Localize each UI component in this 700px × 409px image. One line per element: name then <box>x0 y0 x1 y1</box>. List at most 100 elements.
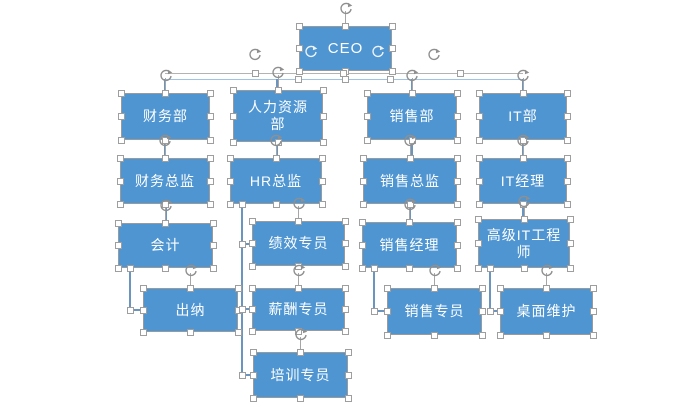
selection-handle[interactable] <box>341 75 349 83</box>
selection-handle[interactable] <box>206 200 214 208</box>
connector-line[interactable] <box>373 268 375 311</box>
connector-line[interactable] <box>241 204 243 375</box>
selection-handle[interactable] <box>563 136 571 144</box>
selection-handle[interactable] <box>248 240 256 247</box>
selection-handle[interactable] <box>162 89 169 97</box>
selection-handle[interactable] <box>248 217 256 225</box>
selection-handle[interactable] <box>474 240 482 247</box>
selection-handle[interactable] <box>206 177 214 185</box>
selection-handle[interactable] <box>116 200 124 208</box>
selection-handle[interactable] <box>139 328 147 336</box>
connector-line[interactable] <box>374 310 387 312</box>
selection-handle[interactable] <box>478 308 486 315</box>
selection-handle[interactable] <box>566 215 574 223</box>
connector-line[interactable] <box>489 268 491 311</box>
org-node-hr-dept[interactable]: 人力资源部 <box>233 90 323 142</box>
selection-handle[interactable] <box>342 22 349 30</box>
selection-handle[interactable] <box>249 394 257 402</box>
rotate-handle-icon[interactable] <box>405 69 419 83</box>
rotate-handle-icon[interactable] <box>292 197 306 211</box>
selection-handle[interactable] <box>139 284 147 292</box>
selection-handle[interactable] <box>341 327 349 335</box>
selection-handle[interactable] <box>226 154 234 162</box>
selection-handle[interactable] <box>229 86 237 94</box>
selection-handle[interactable] <box>406 200 414 208</box>
org-node-finance-dept[interactable]: 财务部 <box>121 93 210 140</box>
rotate-handle-icon[interactable] <box>427 48 441 62</box>
selection-handle[interactable] <box>358 264 366 272</box>
rotate-handle-icon[interactable] <box>516 134 530 148</box>
rotate-handle-icon[interactable] <box>248 48 262 62</box>
selection-handle[interactable] <box>344 348 352 356</box>
org-node-senior-it-engineer[interactable]: 高级IT工程师 <box>478 219 570 268</box>
org-node-it-dept[interactable]: IT部 <box>479 93 567 140</box>
selection-handle[interactable] <box>117 113 125 120</box>
selection-handle[interactable] <box>341 240 349 247</box>
selection-handle[interactable] <box>563 200 571 208</box>
rotate-handle-icon[interactable] <box>159 69 173 83</box>
selection-handle[interactable] <box>344 371 352 379</box>
connector-line[interactable] <box>242 374 253 376</box>
selection-handle[interactable] <box>519 136 527 144</box>
selection-handle[interactable] <box>117 89 125 97</box>
selection-handle[interactable] <box>563 89 571 97</box>
selection-handle[interactable] <box>370 307 378 315</box>
selection-handle[interactable] <box>248 306 256 313</box>
selection-handle[interactable] <box>453 113 461 120</box>
selection-handle[interactable] <box>344 394 352 402</box>
connector-line[interactable] <box>242 308 252 310</box>
selection-handle[interactable] <box>363 136 371 144</box>
rotate-handle-icon[interactable] <box>540 264 554 278</box>
selection-handle[interactable] <box>388 45 396 52</box>
selection-handle[interactable] <box>563 113 571 120</box>
org-node-compensation-specialist[interactable]: 薪酬专员 <box>252 288 345 331</box>
selection-handle[interactable] <box>234 328 242 336</box>
selection-handle[interactable] <box>453 241 461 249</box>
selection-handle[interactable] <box>238 305 246 313</box>
selection-handle[interactable] <box>229 138 237 146</box>
selection-handle[interactable] <box>162 219 169 227</box>
selection-handle[interactable] <box>453 218 461 226</box>
selection-handle[interactable] <box>520 215 528 223</box>
selection-handle[interactable] <box>295 284 302 292</box>
selection-handle[interactable] <box>431 331 438 339</box>
selection-handle[interactable] <box>496 284 504 292</box>
org-node-sales-dept[interactable]: 销售部 <box>367 93 457 140</box>
selection-handle[interactable] <box>431 284 438 292</box>
org-node-accountant[interactable]: 会计 <box>118 223 213 268</box>
selection-handle[interactable] <box>251 69 259 77</box>
selection-handle[interactable] <box>383 284 391 292</box>
rotate-handle-icon[interactable] <box>158 134 172 148</box>
rotate-handle-icon[interactable] <box>294 328 308 342</box>
selection-handle[interactable] <box>319 112 327 120</box>
selection-handle[interactable] <box>519 89 527 97</box>
selection-handle[interactable] <box>589 308 597 315</box>
selection-handle[interactable] <box>453 154 461 162</box>
selection-handle[interactable] <box>161 154 169 162</box>
connector-line[interactable] <box>165 204 167 223</box>
rotate-handle-icon[interactable] <box>371 45 385 59</box>
selection-handle[interactable] <box>478 284 486 292</box>
selection-handle[interactable] <box>341 262 349 270</box>
selection-handle[interactable] <box>238 240 246 248</box>
selection-handle[interactable] <box>486 307 494 315</box>
selection-handle[interactable] <box>478 331 486 339</box>
selection-handle[interactable] <box>408 89 416 97</box>
connector-line[interactable] <box>129 268 131 310</box>
selection-handle[interactable] <box>272 200 280 208</box>
selection-handle[interactable] <box>114 219 122 227</box>
selection-handle[interactable] <box>234 284 242 292</box>
selection-handle[interactable] <box>359 154 367 162</box>
selection-handle[interactable] <box>209 242 217 249</box>
selection-handle[interactable] <box>543 331 550 339</box>
org-node-desktop-maintenance[interactable]: 桌面维护 <box>500 288 593 335</box>
selection-handle[interactable] <box>226 200 234 208</box>
selection-handle[interactable] <box>206 89 214 97</box>
selection-handle[interactable] <box>370 264 378 272</box>
selection-handle[interactable] <box>206 113 214 120</box>
selection-handle[interactable] <box>406 264 413 272</box>
connector-line[interactable] <box>490 310 500 312</box>
selection-handle[interactable] <box>187 328 194 336</box>
selection-handle[interactable] <box>248 262 256 270</box>
rotate-handle-icon[interactable] <box>428 264 442 278</box>
